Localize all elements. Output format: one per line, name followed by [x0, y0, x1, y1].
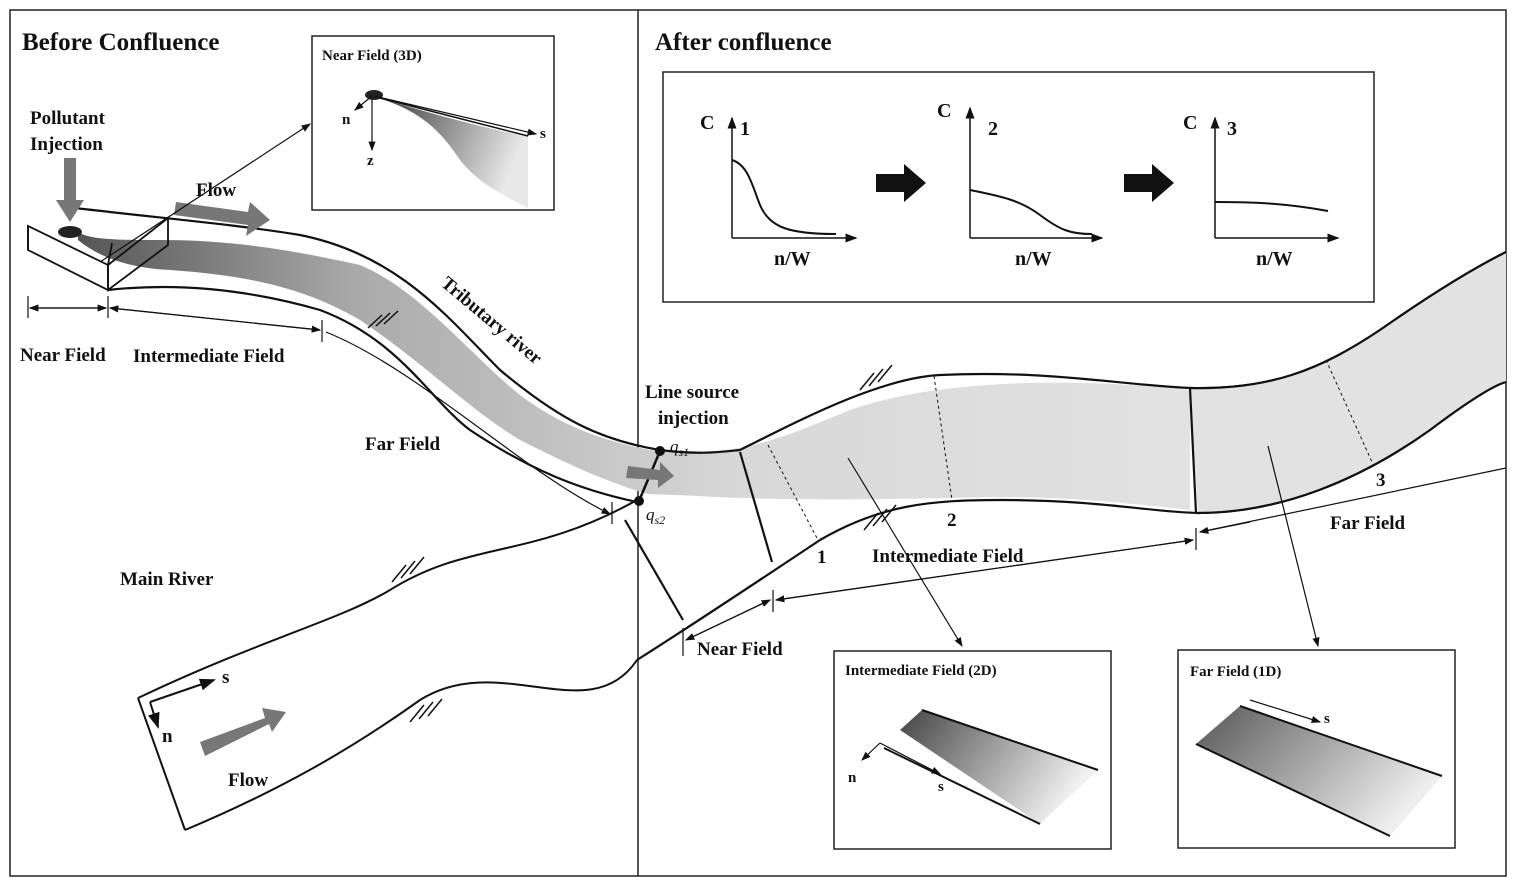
far-field-dimension-right — [1199, 467, 1507, 533]
flow-arrow-top — [174, 202, 270, 236]
svg-text:n: n — [342, 112, 351, 128]
pollutant-injection-arrow — [56, 158, 84, 222]
flow-label-top: Flow — [196, 180, 236, 201]
after-near-section-b — [738, 451, 774, 563]
near-3d-title: Near Field (3D) — [322, 48, 422, 64]
svg-text:s: s — [540, 126, 546, 142]
tributary-bank-lower — [107, 285, 638, 504]
near-3d-n-axis — [354, 95, 373, 111]
near-3d-s-axis — [373, 95, 538, 136]
pollutant-source-dot — [58, 226, 82, 238]
after-confluence-title: After confluence — [655, 29, 832, 56]
profile-1-curve — [731, 159, 837, 235]
main-n-axis — [148, 701, 160, 729]
svg-text:2: 2 — [988, 118, 998, 140]
profiles-inset: C 1 n/W C 2 n/W C 3 n/W — [662, 71, 1375, 303]
svg-text:C: C — [700, 112, 714, 134]
near-3d-plume — [372, 96, 528, 208]
bank-hatch-after-lower — [863, 504, 897, 531]
main-river-bank-upper — [137, 499, 638, 699]
bank-hatch-main-upper — [391, 556, 425, 583]
main-river-label: Main River — [120, 569, 214, 590]
profile-arrow-1 — [876, 164, 926, 202]
inter-2d-n-axis — [861, 742, 881, 761]
svg-text:n/W: n/W — [1015, 248, 1052, 270]
pollutant-label-line1: Pollutant — [30, 108, 106, 129]
inter-2d-s-axis — [879, 742, 942, 775]
pollutant-label-line2: Injection — [30, 134, 103, 155]
bank-hatch-after-upper — [859, 364, 893, 391]
figure-frame — [9, 9, 1507, 877]
flow-label-bottom: Flow — [228, 770, 268, 791]
far-field-boundary — [1188, 387, 1198, 514]
intermediate-2d-plume — [900, 710, 1098, 824]
bank-hatch-tributary — [367, 310, 399, 329]
profile-1: C 1 n/W — [700, 112, 858, 270]
far-field-label-left: Far Field — [365, 434, 441, 455]
far-field-1d-inset: Far Field (1D) s — [1177, 649, 1456, 849]
section-1-label: 1 — [817, 547, 827, 568]
near-field-label-right: Near Field — [697, 639, 783, 660]
intermediate-2d-leader — [847, 457, 963, 648]
far-1d-title: Far Field (1D) — [1190, 664, 1281, 680]
after-near-section-a — [624, 519, 684, 621]
bank-hatch-main-lower — [409, 698, 443, 723]
near-3d-source — [365, 90, 383, 100]
line-source-label-line2: injection — [658, 408, 729, 429]
tributary-plume — [78, 232, 1190, 510]
svg-text:s: s — [938, 779, 944, 795]
near-field-label-left: Near Field — [20, 345, 106, 366]
far-1d-s-axis — [1249, 699, 1322, 723]
intermediate-field-label-left: Intermediate Field — [133, 346, 285, 367]
svg-text:1: 1 — [740, 118, 750, 140]
near-field-box-end — [107, 216, 169, 292]
section-3-label: 3 — [1376, 470, 1386, 491]
main-s-label: s — [222, 667, 229, 688]
main-river-bank-lower — [184, 659, 638, 831]
far-1d-leader — [1267, 445, 1320, 648]
main-river-inlet — [137, 697, 186, 831]
near-field-3d-inset: Near Field (3D) s n z — [311, 35, 555, 211]
main-n-label: n — [162, 726, 173, 747]
near-3d-leader — [99, 123, 312, 263]
section-3-line — [1325, 359, 1373, 463]
profile-2: C 2 n/W — [937, 100, 1104, 270]
svg-text:n/W: n/W — [1256, 248, 1293, 270]
line-source-label-line1: Line source — [645, 382, 739, 403]
profile-3-curve — [1214, 201, 1329, 212]
svg-text:3: 3 — [1227, 118, 1237, 140]
profile-3: C 3 n/W — [1183, 112, 1340, 270]
far-1d-plume — [1196, 706, 1442, 836]
svg-text:z: z — [367, 153, 374, 169]
qs2-label: qs2 — [646, 505, 665, 527]
profile-2-curve — [969, 189, 1093, 235]
svg-text:C: C — [1183, 112, 1197, 134]
qs1-point — [655, 446, 665, 456]
intermediate-2d-title: Intermediate Field (2D) — [845, 663, 997, 679]
intermediate-field-label-right: Intermediate Field — [872, 546, 1024, 567]
far-field-dimension — [325, 331, 612, 515]
svg-text:s: s — [1324, 711, 1330, 727]
intermediate-field-2d-inset: Intermediate Field (2D) s n — [833, 650, 1112, 850]
svg-text:n/W: n/W — [774, 248, 811, 270]
main-s-axis — [149, 678, 216, 703]
line-source-flow-arrow — [626, 462, 674, 488]
svg-text:C: C — [937, 100, 951, 122]
section-2-label: 2 — [947, 510, 957, 531]
flow-arrow-bottom — [200, 708, 286, 756]
before-confluence-title: Before Confluence — [22, 29, 219, 56]
section-2-line — [933, 375, 953, 501]
qs1-label: qs1 — [670, 437, 689, 459]
profile-arrow-2 — [1124, 164, 1174, 202]
svg-text:n: n — [848, 770, 857, 786]
far-field-label-right: Far Field — [1330, 513, 1406, 534]
qs2-point — [634, 496, 644, 506]
